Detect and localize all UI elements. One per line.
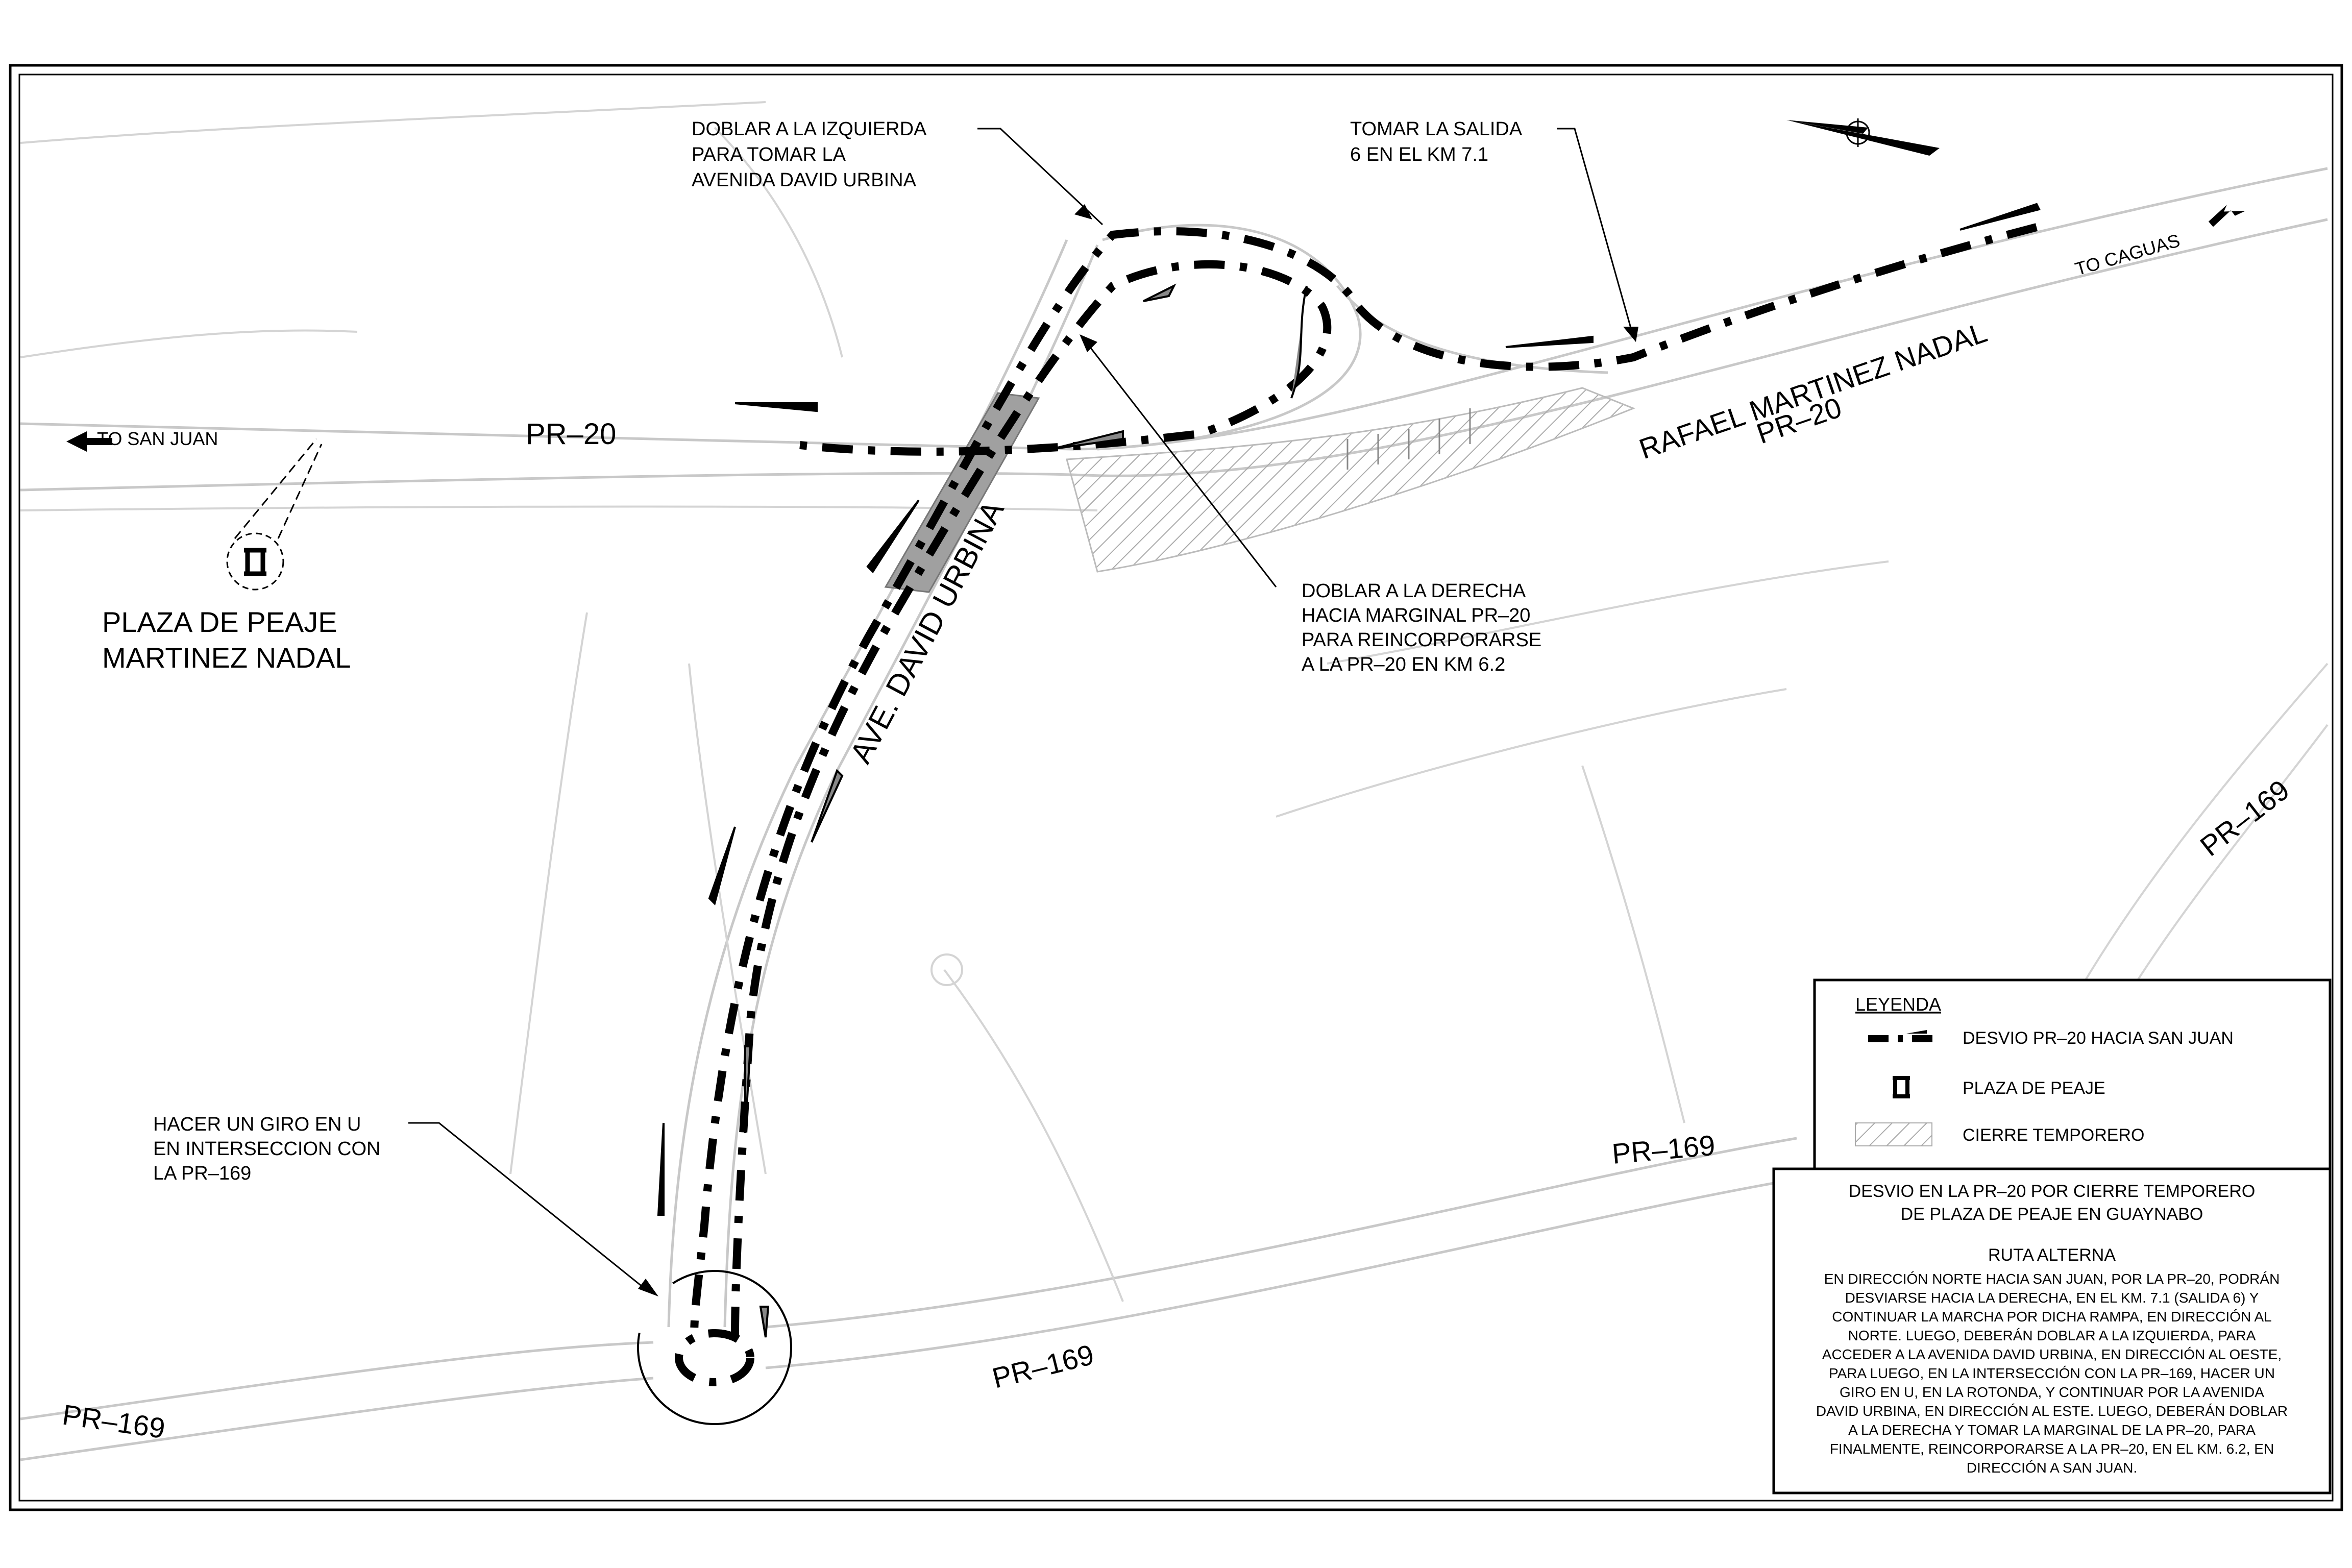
title-line-1: DESVIO EN LA PR–20 POR CIERRE TEMPORERO — [1849, 1182, 2256, 1201]
arrow-exit-west — [1505, 335, 1594, 348]
svg-text:ACCEDER A LA AVENIDA DAVID URB: ACCEDER A LA AVENIDA DAVID URBINA, EN DI… — [1822, 1346, 2282, 1362]
street-g — [20, 101, 766, 144]
arrow-caguas-west — [1959, 203, 2041, 231]
arrow-to-san-juan — [66, 431, 112, 452]
urbina-edge-west — [667, 239, 1068, 1328]
street-f — [1581, 765, 1685, 1123]
legend-title: LEYENDA — [1855, 994, 1941, 1015]
svg-text:NORTE. LUEGO, DEBERÁN DOBLAR A: NORTE. LUEGO, DEBERÁN DOBLAR A LA IZQUIE… — [1848, 1328, 2256, 1343]
title-description: EN DIRECCIÓN NORTE HACIA SAN JUAN, POR L… — [1816, 1271, 2288, 1476]
svg-text:TOMAR LA SALIDA: TOMAR LA SALIDA — [1350, 118, 1523, 140]
street-i — [714, 127, 843, 358]
arrow-roundabout — [759, 1306, 770, 1338]
arrow-loop — [1290, 285, 1308, 399]
arrow-urbina-north-1 — [744, 1045, 752, 1134]
arrow-urbina-ramp — [1143, 283, 1177, 302]
toll-plaza-label-2: MARTINEZ NADAL — [102, 642, 351, 674]
street-d — [1276, 688, 1787, 818]
ramp-loop-outer — [1097, 224, 1362, 451]
arrow-urbina-north-2 — [811, 769, 844, 843]
svg-text:DOBLAR A LA IZQUIERDA: DOBLAR A LA IZQUIERDA — [692, 118, 927, 140]
svg-text:DESVIARSE HACIA LA DERECHA, EN: DESVIARSE HACIA LA DERECHA, EN EL KM. 7.… — [1845, 1290, 2259, 1306]
legend: LEYENDA DESVIO PR–20 HACIA SAN JUAN PLAZ… — [1813, 978, 2332, 1170]
arrow-to-caguas — [2208, 205, 2246, 227]
note-exit: TOMAR LA SALIDA 6 EN EL KM 7.1 — [1350, 118, 1523, 165]
pr169-sw-edge-a — [20, 1341, 654, 1420]
route-northbound — [690, 223, 2038, 1338]
toll-plaza-icon — [244, 548, 266, 576]
label-pr20-west: PR–20 — [526, 418, 616, 451]
pr169-e-edge-b — [765, 1178, 1797, 1369]
pr20-edge-south — [20, 218, 2328, 492]
title-subtitle: RUTA ALTERNA — [1988, 1245, 2116, 1265]
ramp-hatch-area — [1066, 387, 1636, 573]
svg-text:LA PR–169: LA PR–169 — [153, 1163, 251, 1184]
svg-text:AVENIDA DAVID URBINA: AVENIDA DAVID URBINA — [692, 169, 917, 191]
detour-route — [675, 223, 2038, 1386]
roundabout — [637, 1270, 792, 1425]
svg-text:GIRO EN U, EN LA ROTONDA, Y CO: GIRO EN U, EN LA ROTONDA, Y CONTINUAR PO… — [1840, 1384, 2264, 1400]
svg-text:EN INTERSECCION CON: EN INTERSECCION CON — [153, 1138, 380, 1160]
svg-text:EN DIRECCIÓN NORTE HACIA SAN J: EN DIRECCIÓN NORTE HACIA SAN JUAN, POR L… — [1824, 1271, 2280, 1287]
svg-text:6 EN EL KM 7.1: 6 EN EL KM 7.1 — [1350, 144, 1488, 165]
direction-arrows — [66, 203, 2246, 1338]
svg-text:PARA LUEGO, EN LA INTERSECCIÓN: PARA LUEGO, EN LA INTERSECCIÓN CON LA PR… — [1829, 1365, 2275, 1381]
leader-exit — [1557, 128, 1634, 337]
title-block: DESVIO EN LA PR–20 POR CIERRE TEMPORERO … — [1772, 1167, 2332, 1494]
label-pr169-center: PR–169 — [989, 1338, 1097, 1394]
leader-right-turn — [1081, 336, 1277, 587]
svg-text:PARA REINCORPORARSE: PARA REINCORPORARSE — [1302, 629, 1541, 651]
arrow-urbina-south-3 — [657, 1122, 665, 1216]
arrow-pr20-west — [734, 402, 818, 412]
arrow-urbina-south-1 — [866, 499, 920, 574]
route-roundabout — [675, 1329, 754, 1386]
toll-plaza-west — [226, 438, 323, 591]
note-u-turn: HACER UN GIRO EN U EN INTERSECCION CON L… — [153, 1114, 380, 1184]
note-right-turn: DOBLAR A LA DERECHA HACIA MARGINAL PR–20… — [1302, 580, 1541, 675]
svg-text:DAVID URBINA, EN DIRECCIÓN AL: DAVID URBINA, EN DIRECCIÓN AL ESTE. LUEG… — [1816, 1403, 2288, 1419]
title-line-2: DE PLAZA DE PEAJE EN GUAYNABO — [1901, 1205, 2203, 1224]
svg-text:A LA PR–20 EN KM 6.2: A LA PR–20 EN KM 6.2 — [1302, 654, 1505, 675]
legend-item-route: DESVIO PR–20 HACIA SAN JUAN — [1963, 1028, 2234, 1048]
north-arrow-icon — [1786, 118, 1940, 156]
svg-text:CONTINUAR LA MARCHA POR DICHA: CONTINUAR LA MARCHA POR DICHA RAMPA, EN … — [1832, 1309, 2271, 1325]
svg-text:FINALMENTE, REINCORPORARSE A L: FINALMENTE, REINCORPORARSE A LA PR–20, E… — [1830, 1441, 2274, 1457]
svg-text:A LA DERECHA Y TOMAR LA MARGIN: A LA DERECHA Y TOMAR LA MARGINAL DE LA P… — [1848, 1422, 2256, 1438]
street-e — [1327, 560, 1889, 665]
label-pr169-southwest: PR–169 — [60, 1398, 167, 1444]
street-h — [20, 329, 358, 358]
street-a — [509, 612, 588, 1174]
svg-text:DIRECCIÓN A SAN JUAN.: DIRECCIÓN A SAN JUAN. — [1967, 1460, 2138, 1476]
legend-item-closure: CIERRE TEMPORERO — [1963, 1125, 2144, 1145]
pr169-sw-edge-b — [20, 1377, 654, 1461]
label-pr169-northeast: PR–169 — [2194, 773, 2295, 862]
route-southbound — [731, 260, 1332, 1338]
inner-frame — [18, 74, 2334, 1502]
toll-plaza-icon — [1893, 1076, 1910, 1098]
note-left-turn: DOBLAR A LA IZQUIERDA PARA TOMAR LA AVEN… — [692, 118, 927, 191]
svg-text:PARA TOMAR LA: PARA TOMAR LA — [692, 144, 846, 165]
outer-frame — [9, 64, 2343, 1511]
toll-plaza-label-1: PLAZA DE PEAJE — [102, 606, 337, 638]
pr20-edge-north — [20, 167, 2328, 451]
pr20-marginal — [20, 505, 1098, 511]
arrow-urbina-south-2 — [708, 826, 736, 905]
label-to-san-juan: TO SAN JUAN — [97, 428, 218, 449]
legend-hatch-symbol — [1855, 1122, 1932, 1146]
svg-text:DOBLAR A LA DERECHA: DOBLAR A LA DERECHA — [1302, 580, 1526, 602]
pr169-e-edge-a — [765, 1137, 1797, 1329]
arrow-marginal — [1051, 430, 1124, 450]
label-pr169-east: PR–169 — [1611, 1129, 1717, 1170]
leader-u-turn — [408, 1122, 649, 1292]
leader-lines — [408, 128, 1638, 1296]
street-c — [943, 969, 1124, 1302]
street-b — [688, 663, 767, 1174]
legend-item-toll: PLAZA DE PEAJE — [1963, 1079, 2105, 1098]
svg-text:HACIA MARGINAL PR–20: HACIA MARGINAL PR–20 — [1302, 605, 1530, 626]
svg-text:HACER UN GIRO EN U: HACER UN GIRO EN U — [153, 1114, 361, 1135]
leader-left-turn — [977, 128, 1104, 226]
cul-de-sac — [930, 953, 963, 986]
